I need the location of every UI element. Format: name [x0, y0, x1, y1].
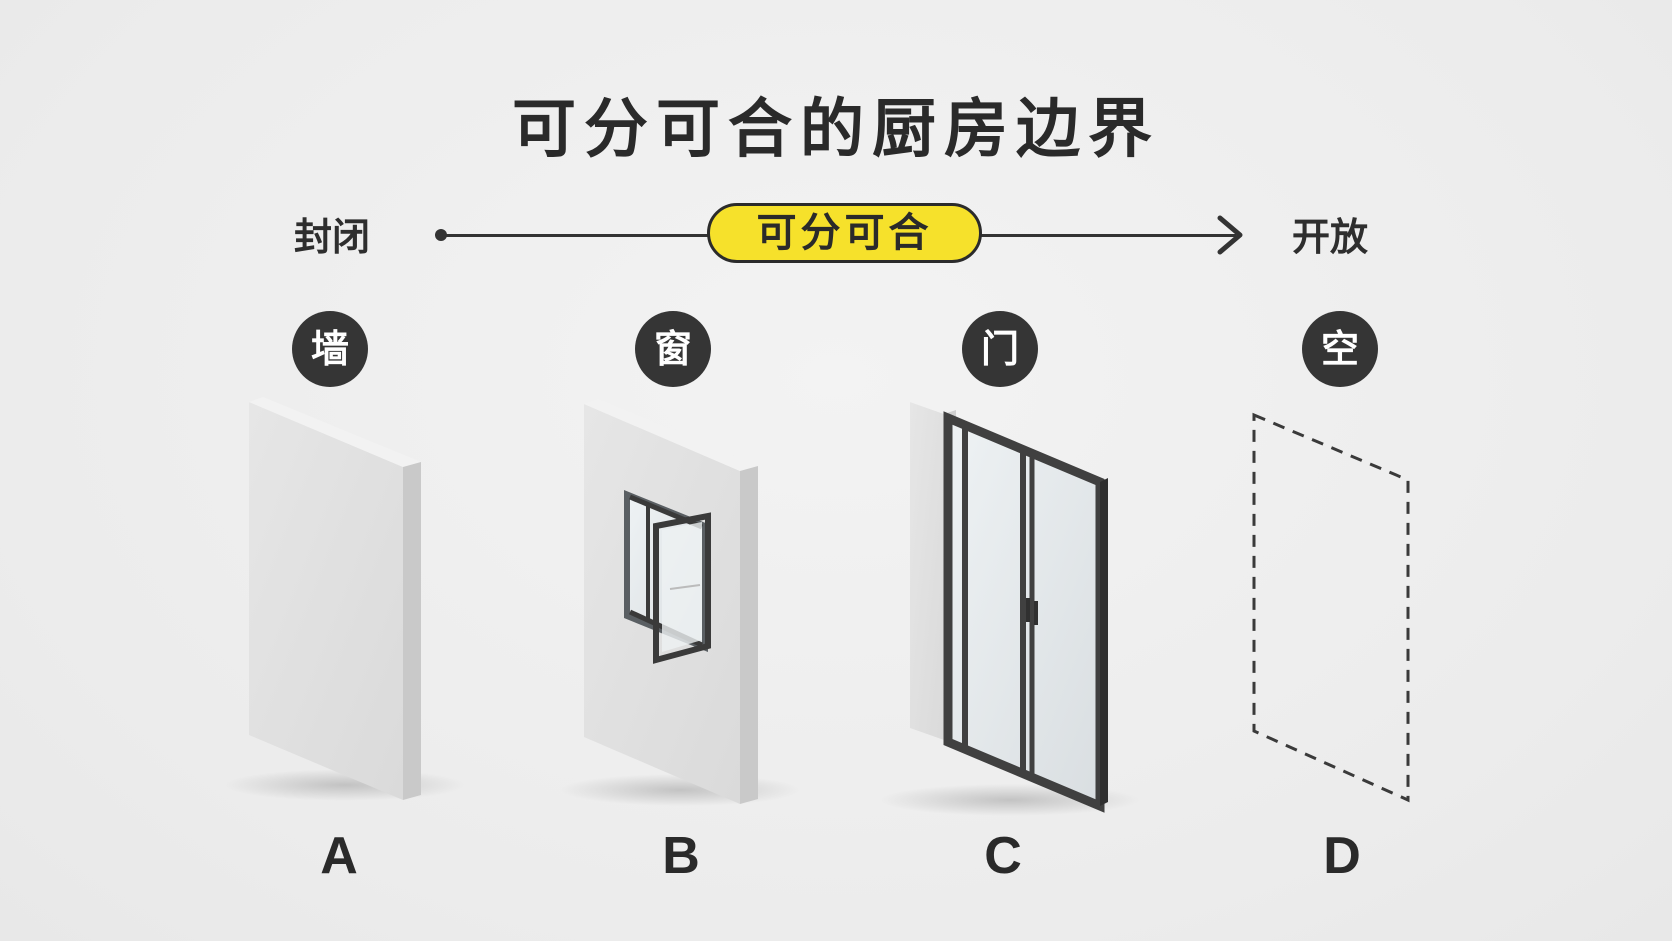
- wall-illustration: [225, 397, 465, 801]
- badge-empty: 空: [1302, 311, 1378, 387]
- badge-door: 门: [962, 311, 1038, 387]
- arrow-right-icon: [1217, 215, 1243, 255]
- option-letter-b: B: [662, 827, 700, 885]
- spectrum-start-label: 封闭: [294, 215, 371, 259]
- option-letter-d: D: [1323, 827, 1361, 885]
- opening-illustration: [1252, 412, 1410, 803]
- window-illustration: [560, 399, 800, 806]
- badge-window: 窗: [635, 311, 711, 387]
- page-title: 可分可合的厨房边界: [512, 93, 1160, 167]
- door-illustration: [880, 398, 1140, 816]
- spectrum-end-label: 开放: [1292, 215, 1369, 259]
- spectrum-middle-highlight: 可分可合: [707, 203, 982, 263]
- option-letter-c: C: [984, 827, 1022, 885]
- option-letter-a: A: [320, 827, 358, 885]
- badge-wall: 墙: [292, 311, 368, 387]
